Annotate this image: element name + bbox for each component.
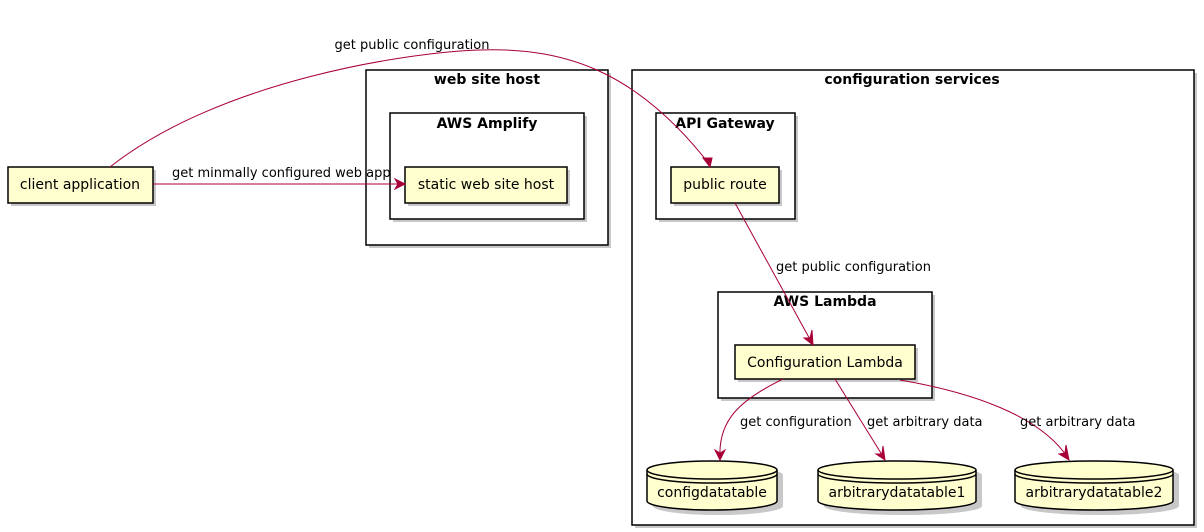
node-label-public-route: public route (683, 177, 767, 193)
package-title-web-site-host: web site host (434, 72, 540, 88)
node-static-web-site-host[interactable]: static web site host (404, 166, 570, 206)
edge-label-lambda-to-arbitrary2: get arbitrary data (1020, 415, 1136, 430)
edge-route-to-lambda: get public configuration (734, 202, 931, 347)
edge-label-client-to-public-route: get public configuration (335, 38, 490, 53)
edge-label-route-to-lambda: get public configuration (776, 260, 931, 275)
edge-client-to-static-host: get minmally configured web app (153, 166, 407, 191)
edge-lambda-to-arbitrary2: get arbitrary data (899, 379, 1136, 462)
node-label-static-web-site-host: static web site host (418, 177, 555, 193)
node-label-client-application: client application (20, 177, 140, 193)
node-configuration-lambda[interactable]: Configuration Lambda (734, 344, 918, 382)
package-title-configuration-services: configuration services (824, 72, 999, 88)
edge-client-to-public-route: get public configuration (109, 38, 713, 169)
database-label-arbitrarydatatable2: arbitrarydatatable2 (1026, 485, 1163, 501)
edge-lambda-to-configdata: get configuration (713, 378, 852, 462)
package-title-api-gateway: API Gateway (675, 116, 774, 132)
node-public-route[interactable]: public route (670, 166, 782, 206)
database-configdatatable[interactable]: configdatatable (646, 460, 783, 515)
database-label-configdatatable: configdatatable (657, 485, 767, 501)
node-label-configuration-lambda: Configuration Lambda (747, 355, 903, 371)
package-title-aws-amplify: AWS Amplify (437, 116, 538, 132)
edge-label-client-to-static-host: get minmally configured web app (172, 166, 391, 181)
node-client-application[interactable]: client application (7, 166, 156, 206)
edge-lambda-to-arbitrary1: get arbitrary data (834, 378, 983, 462)
database-arbitrarydatatable1[interactable]: arbitrarydatatable1 (817, 460, 982, 515)
edge-label-lambda-to-configdata: get configuration (740, 415, 852, 430)
database-arbitrarydatatable2[interactable]: arbitrarydatatable2 (1014, 460, 1179, 515)
edge-label-lambda-to-arbitrary1: get arbitrary data (867, 415, 983, 430)
database-label-arbitrarydatatable1: arbitrarydatatable1 (829, 485, 966, 501)
package-title-aws-lambda: AWS Lambda (773, 294, 876, 310)
